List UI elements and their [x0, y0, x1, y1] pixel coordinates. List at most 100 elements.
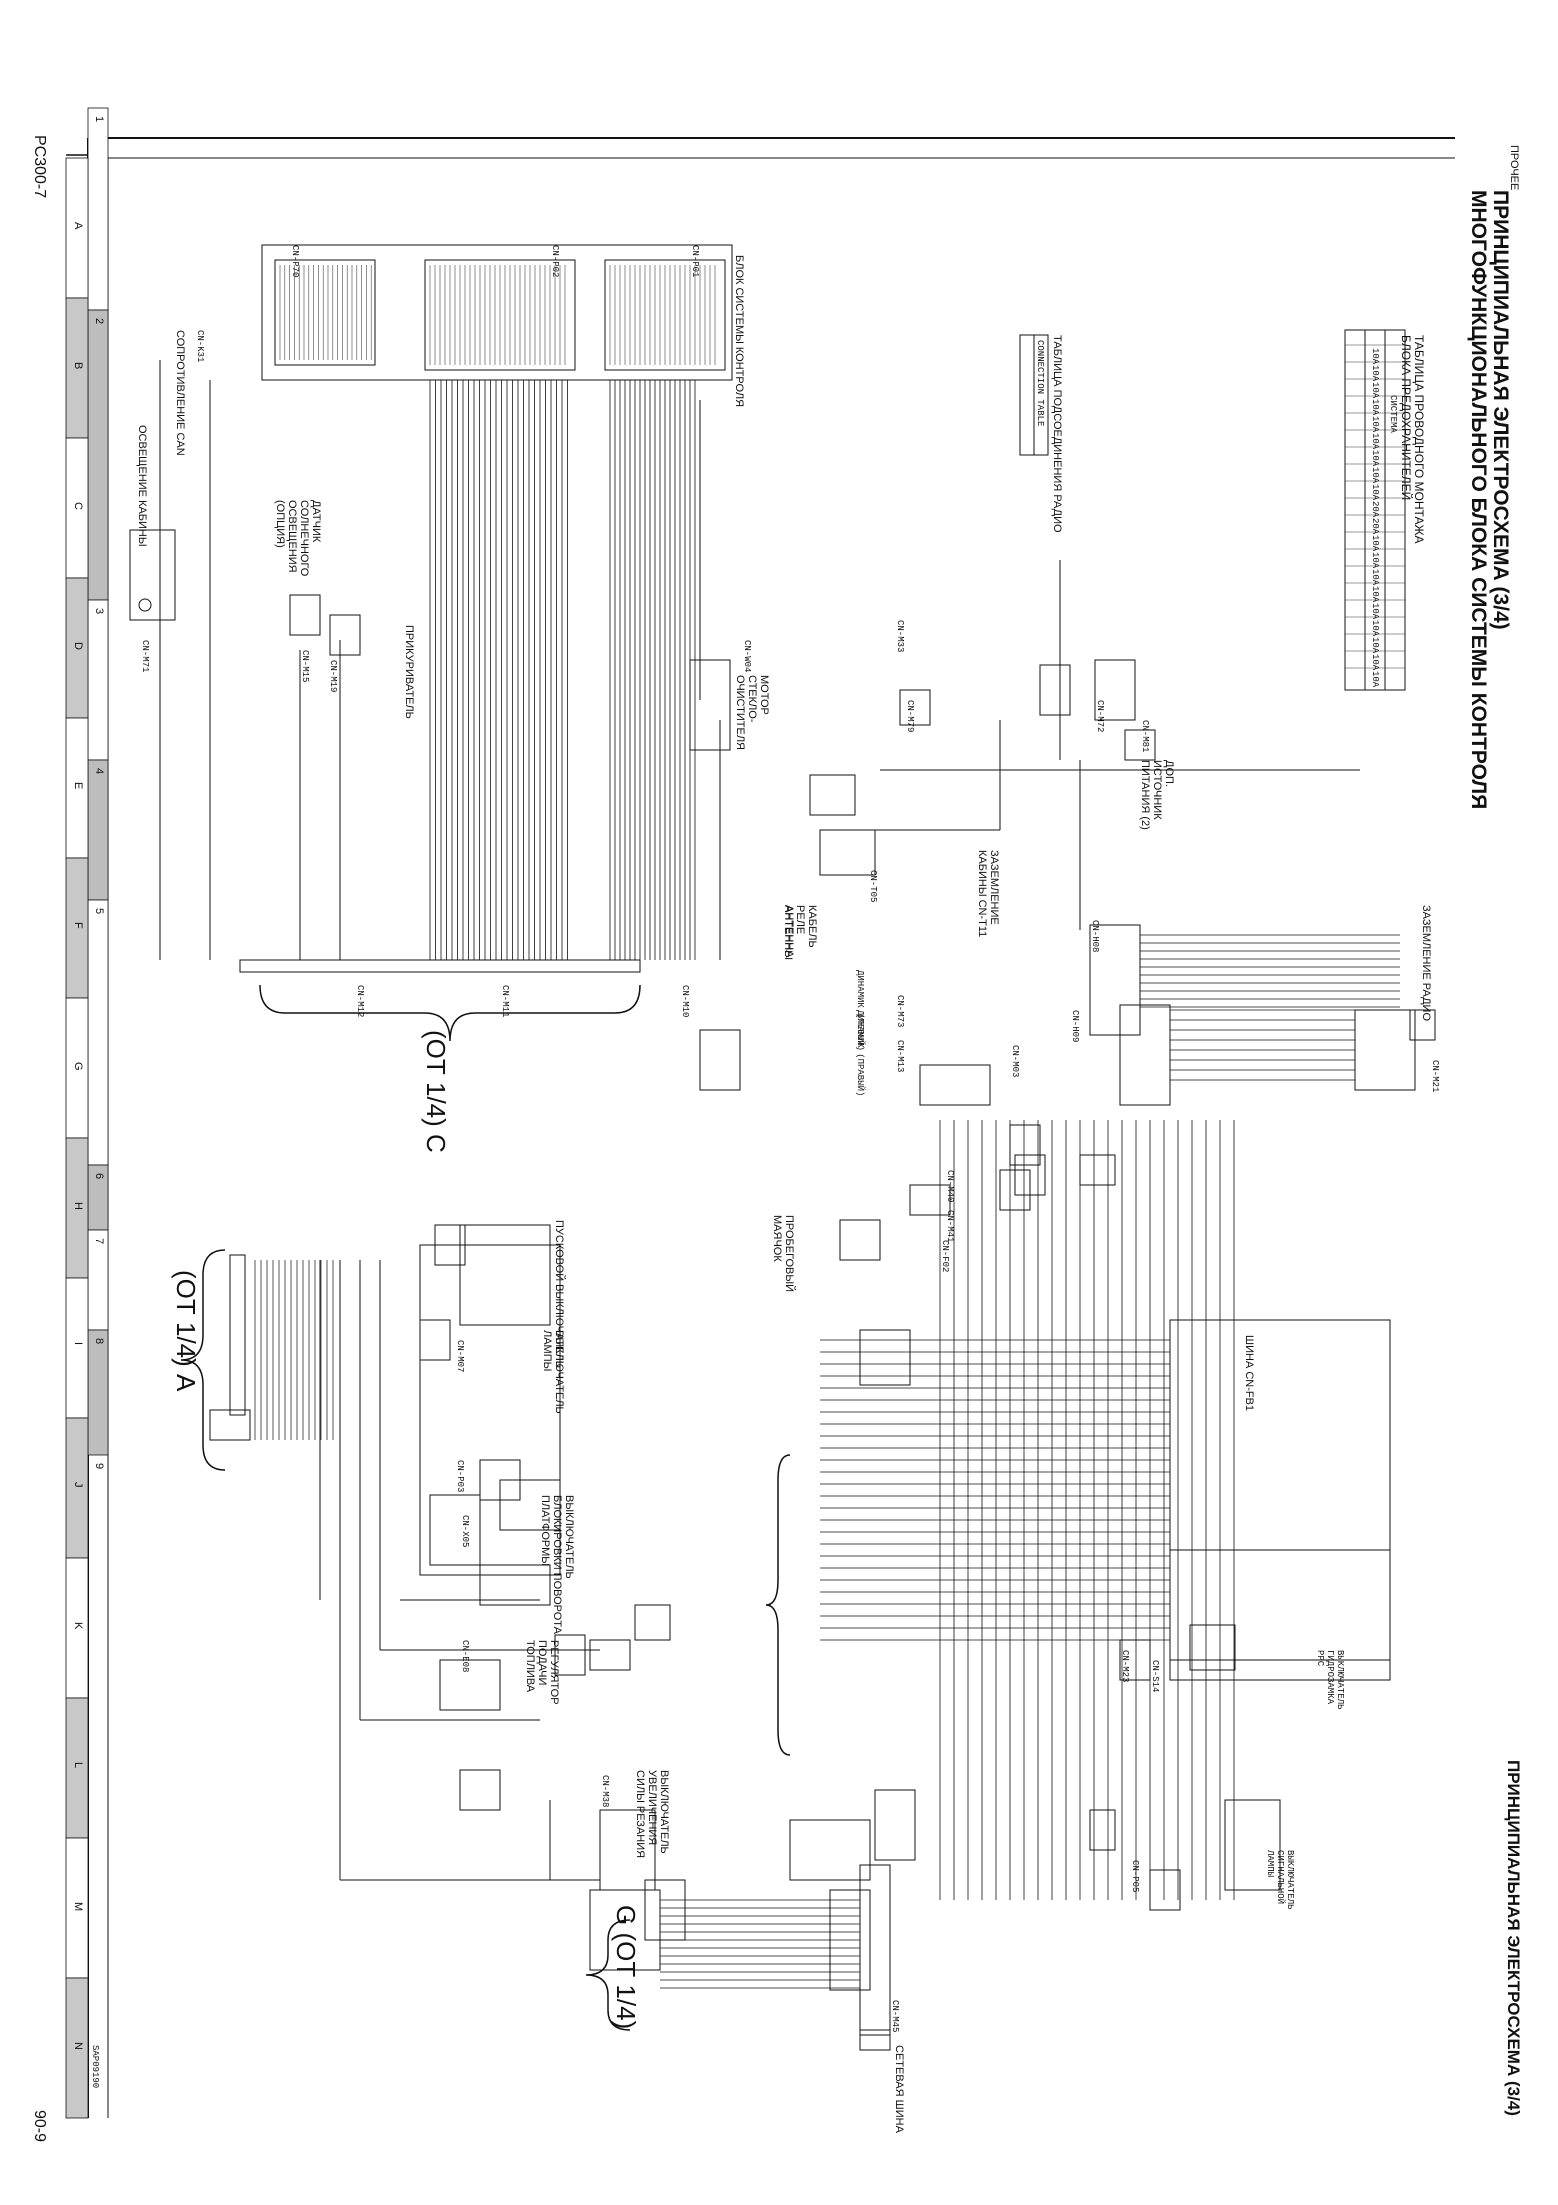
- grid-row-label: D: [72, 642, 84, 650]
- antenna-label: АНТЕННА: [783, 905, 795, 958]
- radio-table-title: ТАБЛИЦА ПОДСОЕДИНЕНИЯ РАДИО: [1051, 335, 1063, 533]
- connector-label: CN-S14: [1150, 1660, 1160, 1693]
- grid-column-label: 8: [93, 1338, 105, 1345]
- grid-row-label: G: [72, 1062, 84, 1071]
- connector-label: CN-E08: [460, 1640, 470, 1673]
- grid-column-label: 1: [93, 116, 105, 123]
- grid-column-cell: [87, 107, 109, 311]
- grid-column-label: 5: [93, 908, 105, 915]
- grid-column-label: 3: [93, 608, 105, 615]
- connector-label: CN-P03: [455, 1460, 465, 1493]
- fuse-rating: 10A: [1370, 382, 1380, 399]
- model-label: PC300-7: [31, 135, 48, 199]
- connector-label: CN-X05: [460, 1515, 470, 1548]
- grid-column-label: 7: [93, 1238, 105, 1245]
- cab-ground-label: ЗАЗЕМЛЕНИЕ КАБИНЫ CN-T11: [976, 850, 1000, 938]
- connector-label: CN-K31: [195, 330, 205, 363]
- grid-row-label: K: [72, 1622, 84, 1630]
- grid-column-cell: [87, 899, 109, 1166]
- grid-column-label: 2: [93, 318, 105, 325]
- grid-column-cell: [87, 759, 109, 901]
- fuse-rating: 10A: [1370, 467, 1380, 484]
- fuse-rating: 10A: [1370, 654, 1380, 671]
- connector-label: CN-M71: [140, 640, 150, 673]
- connector-label: CN-M07: [455, 1340, 465, 1373]
- connector-label: CN-M19: [328, 660, 338, 693]
- grid-row-label: H: [72, 1202, 84, 1210]
- grid-column-cell: [87, 599, 109, 761]
- radio-ground-label: ЗАЗЕМЛЕНИЕ РАДИО: [1420, 905, 1432, 1022]
- fuse-rating: 10A: [1370, 586, 1380, 603]
- lighter-label: ПРИКУРИВАТЕЛЬ: [403, 625, 415, 719]
- grid-row-cell: [65, 1977, 89, 2119]
- wiper-motor-label: МОТОР СТЕКЛО-ОЧИСТИТЕЛЯ: [734, 675, 770, 750]
- right-title: ПРИНЦИПИАЛЬНАЯ ЭЛЕКТРОСХЕМА (3/4): [1504, 1760, 1523, 2116]
- hour-meter-label: ПРОБЕГОВЫЙ МАЯЧОК: [771, 1215, 795, 1292]
- connector-label: CN-T05: [868, 870, 878, 903]
- connector-label: CN-M73: [895, 995, 905, 1028]
- connector-label: CN-P01: [690, 245, 700, 278]
- fuse-rating: 10A: [1370, 603, 1380, 620]
- fuse-table-title: ТАБЛИЦА ПРОВОДНОГО МОНТАЖА: [1412, 335, 1426, 544]
- speaker-right-label: ДИНАМИК (ПРАВЫЙ): [855, 1010, 865, 1097]
- connector-label: CN-W04: [742, 640, 752, 673]
- grid-column-label: 9: [93, 1463, 105, 1470]
- connector-label: CN-M41: [945, 1210, 955, 1243]
- connector-label: CN-M81: [1140, 720, 1150, 753]
- fuse-table-subtitle: БЛОКА ПРЕДОХРАНИТЕЛЕЙ: [1399, 335, 1413, 501]
- connector-label: CN-M11: [500, 985, 510, 1018]
- grid-row-label: I: [72, 1342, 84, 1346]
- fuse-rating: 20A: [1370, 518, 1380, 535]
- fuse-rating: 10A: [1370, 433, 1380, 450]
- fuse-col-system: СИСТЕМА: [1388, 395, 1398, 433]
- from-a-label: (ОТ 1/4) A: [171, 1270, 201, 1392]
- connector-label: CN-M40: [945, 1170, 955, 1203]
- page-number: 90-9: [31, 2110, 48, 2143]
- grid-row-label: F: [72, 922, 84, 929]
- grid-row-label: M: [72, 1902, 84, 1912]
- connector-label: CN-P70: [290, 245, 300, 278]
- fuse-rating: 10A: [1370, 620, 1380, 637]
- fuse-rating: 10A: [1370, 535, 1380, 552]
- connector-label: CN-M13: [895, 1040, 905, 1073]
- fuse-rating: 10A: [1370, 484, 1380, 501]
- ppc-lock-label: ВЫКЛЮЧАТЕЛЬ ГИДРОЗАМКА PPC: [1315, 1650, 1345, 1710]
- connector-label: CN-H08: [1090, 920, 1100, 953]
- page-title: ПРИНЦИПИАЛЬНАЯ ЭЛЕКТРОСХЕМА (3/4): [1489, 190, 1512, 630]
- connector-label: CN-M10: [680, 985, 690, 1018]
- fuse-rating: 10A: [1370, 399, 1380, 416]
- can-resistor-label: СОПРОТИВЛЕНИЕ CAN: [174, 330, 186, 456]
- grid-row-label: B: [72, 362, 84, 370]
- section-label: ПРОЧЕЕ: [1508, 145, 1520, 191]
- doc-code: SAP09190: [90, 2045, 100, 2089]
- fuse-rating: 10A: [1370, 348, 1380, 365]
- swing-lock-label: ВЫКЛЮЧАТЕЛЬ БЛОКИРОВКИ ПОВОРОТА ПЛАТФОРМ…: [539, 1495, 575, 1634]
- grid-row-cell: [65, 1417, 89, 1559]
- from-g-label: G (ОТ 1/4): [611, 1905, 641, 2030]
- grid-row-cell: [65, 1277, 89, 1419]
- connector-label: CN-P02: [550, 245, 560, 278]
- radio-table-header: CONNECTION TABLE: [1035, 340, 1045, 427]
- connector-label: CN-M03: [1010, 1045, 1020, 1078]
- cab-light-label: ОСВЕЩЕНИЕ КАБИНЫ: [136, 425, 148, 547]
- connector-label: CN-M33: [895, 620, 905, 653]
- power-max-label: ВЫКЛЮЧАТЕЛЬ УВЕЛИЧЕНИЯ СИЛЫ РЕЗАНИЯ: [634, 1770, 670, 1859]
- connector-label: CN-M72: [1095, 700, 1105, 733]
- grid-row-label: N: [72, 2042, 84, 2050]
- fuse-rating: 10A: [1370, 671, 1380, 688]
- connector-label: CN-F02: [940, 1240, 950, 1273]
- grid-column-cell: [87, 309, 109, 601]
- fuse-bus-label: ШИНА CN-FB1: [1243, 1335, 1255, 1412]
- connector-label: CN-M79: [905, 700, 915, 733]
- grid-row-label: A: [72, 222, 84, 230]
- fuse-rating: 10A: [1370, 365, 1380, 382]
- control-block-label: БЛОК СИСТЕМЫ КОНТРОЛЯ: [733, 255, 745, 408]
- fuse-rating: 10A: [1370, 416, 1380, 433]
- page-subtitle: МНОГОФУНКЦИОНАЛЬНОГО БЛОКА СИСТЕМЫ КОНТР…: [1467, 190, 1490, 810]
- from-c-label: (ОТ 1/4) C: [421, 1030, 451, 1153]
- connector-label: CN-M45: [890, 2000, 900, 2033]
- grid-column-label: 4: [93, 768, 105, 775]
- connector-label: CN-M15: [300, 650, 310, 683]
- connector-label: CN-P05: [1130, 1860, 1140, 1893]
